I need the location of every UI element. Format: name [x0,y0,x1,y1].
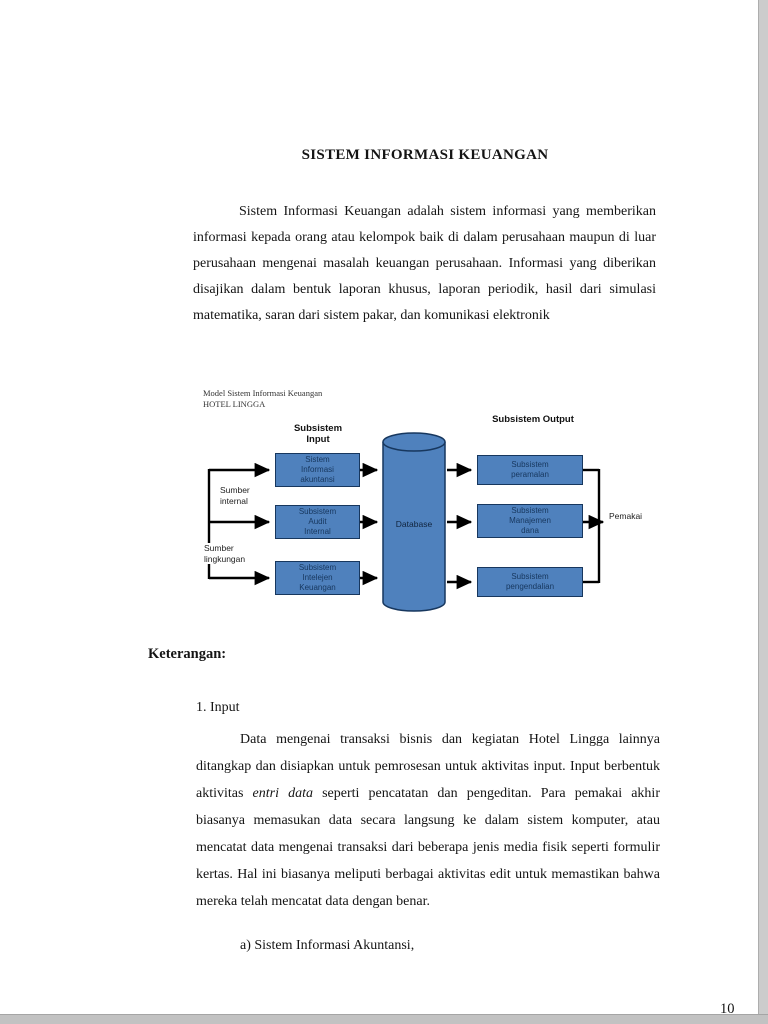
subsistem-input-header: Subsistem Input [293,423,343,446]
input-paragraph: Data mengenai transaksi bisnis dan kegia… [196,726,660,915]
box-subsistem-pengendalian: Subsistem pengendalian [477,567,583,597]
page-edge-bottom [0,1014,768,1024]
intro-paragraph: Sistem Informasi Keuangan adalah sistem … [193,204,656,323]
box-subsistem-audit-internal: Subsistem Audit Internal [275,505,360,539]
box-subsistem-peramalan: Subsistem peramalan [477,455,583,485]
diagram-caption: Model Sistem Informasi Keuangan HOTEL LI… [203,388,323,410]
financial-system-diagram: Model Sistem Informasi Keuangan HOTEL LI… [195,385,660,625]
sumber-lingkungan-label: Sumber lingkungan [203,543,247,565]
page-edge-right [758,0,768,1024]
sumber-internal-label: Sumber internal [219,485,251,507]
pemakai-label: Pemakai [609,511,643,521]
box-subsistem-intelejen-keuangan: Subsistem Intelejen Keuangan [275,561,360,595]
input-paragraph-text-2: seperti pencatatan dan pengeditan. Para … [196,786,660,909]
database-label: Database [395,519,433,529]
page-title: SISTEM INFORMASI KEUANGAN [301,147,549,163]
list-item-input: 1. Input [196,700,240,715]
input-paragraph-text-1: Data mengenai transaksi bisnis dan kegia… [196,732,660,801]
box-subsistem-manajemen-dana: Subsistem Manajemen dana [477,504,583,538]
sub-item-a: a) Sistem Informasi Akuntansi, [240,938,415,953]
subsistem-output-header: Subsistem Output [492,414,574,425]
page-number: 10 [720,1001,735,1017]
keterangan-heading: Keterangan: [148,646,227,662]
database-cylinder [382,442,446,612]
diagram-arrows [207,432,605,612]
box-sistem-informasi-akuntansi: Sistem Informasi akuntansi [275,453,360,487]
entri-data-italic: entri data [252,786,313,801]
